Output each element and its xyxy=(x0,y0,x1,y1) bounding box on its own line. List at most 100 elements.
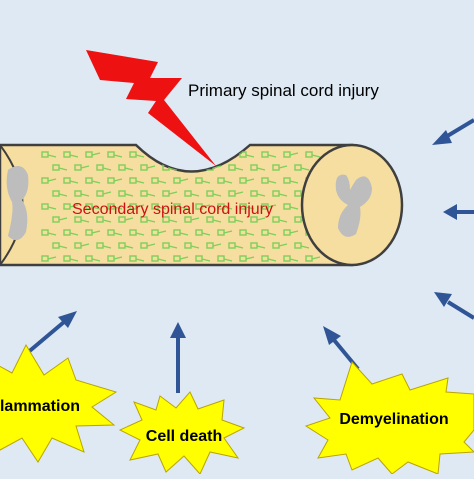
cell-mark xyxy=(250,242,266,249)
cell-mark xyxy=(74,216,90,223)
cell-death-label: Cell death xyxy=(146,428,222,445)
cell-mark xyxy=(261,151,277,158)
cell-mark xyxy=(305,151,321,158)
secondary-injury-label: Secondary spinal cord injury xyxy=(72,201,273,218)
arrow-inflammation xyxy=(24,311,77,356)
cell-mark xyxy=(63,229,79,236)
cell-mark xyxy=(305,255,321,262)
cell-mark xyxy=(261,203,277,210)
cell-mark xyxy=(283,203,299,210)
cell-mark xyxy=(217,229,233,236)
cell-mark xyxy=(173,177,189,184)
cell-mark xyxy=(250,164,266,171)
demyelination-label: Demyelination xyxy=(339,411,448,428)
cell-mark xyxy=(118,190,134,197)
cell-mark xyxy=(63,177,79,184)
cell-mark xyxy=(85,177,101,184)
cell-mark xyxy=(228,242,244,249)
cell-mark xyxy=(162,216,178,223)
cell-mark xyxy=(151,229,167,236)
cell-mark xyxy=(151,151,167,158)
cell-mark xyxy=(206,190,222,197)
cell-mark xyxy=(283,177,299,184)
cell-mark xyxy=(107,177,123,184)
cell-mark xyxy=(52,190,68,197)
cell-mark xyxy=(184,164,200,171)
primary-injury-label: Primary spinal cord injury xyxy=(188,81,379,100)
cell-mark xyxy=(173,203,189,210)
cell-mark xyxy=(151,203,167,210)
cell-mark xyxy=(140,190,156,197)
cell-mark xyxy=(272,164,288,171)
cell-mark xyxy=(239,255,255,262)
cell-mark xyxy=(217,203,233,210)
cell-mark xyxy=(184,216,200,223)
cell-mark xyxy=(195,229,211,236)
cell-mark xyxy=(239,203,255,210)
cell-mark xyxy=(217,151,233,158)
cell-mark xyxy=(96,190,112,197)
cell-mark xyxy=(261,255,277,262)
spinal-cord xyxy=(0,143,404,267)
cell-mark xyxy=(41,229,57,236)
demyelination-starburst xyxy=(304,361,474,475)
cell-mark xyxy=(74,190,90,197)
cell-mark xyxy=(250,216,266,223)
arrow-right-upper xyxy=(432,118,474,145)
cell-mark xyxy=(85,255,101,262)
cell-mark xyxy=(283,229,299,236)
cell-mark xyxy=(63,151,79,158)
cell-mark xyxy=(250,190,266,197)
cell-mark xyxy=(261,177,277,184)
cell-mark xyxy=(151,177,167,184)
cell-mark xyxy=(162,190,178,197)
cell-mark xyxy=(184,242,200,249)
cell-mark xyxy=(294,242,310,249)
cell-mark xyxy=(261,229,277,236)
cell-mark xyxy=(74,242,90,249)
cell-mark xyxy=(107,229,123,236)
cell-mark xyxy=(140,242,156,249)
cell-mark xyxy=(173,151,189,158)
cell-mark xyxy=(283,151,299,158)
cell-mark xyxy=(140,164,156,171)
cell-mark xyxy=(228,190,244,197)
cell-mark xyxy=(52,164,68,171)
cell-mark xyxy=(85,151,101,158)
cell-mark xyxy=(272,190,288,197)
cell-mark xyxy=(129,177,145,184)
cell-mark xyxy=(129,151,145,158)
cell-mark xyxy=(206,242,222,249)
cell-mark xyxy=(206,216,222,223)
cell-mark xyxy=(96,216,112,223)
cell-mark xyxy=(74,164,90,171)
inflammation-starburst xyxy=(0,343,118,463)
cell-mark xyxy=(129,255,145,262)
starbursts xyxy=(0,343,474,475)
cell-mark xyxy=(118,216,134,223)
cell-mark xyxy=(63,255,79,262)
cell-mark xyxy=(217,177,233,184)
cell-mark xyxy=(217,255,233,262)
arrows xyxy=(24,118,474,393)
cell-mark xyxy=(63,203,79,210)
cell-mark xyxy=(195,177,211,184)
arrow-right-middle xyxy=(443,204,474,220)
cell-mark xyxy=(52,216,68,223)
cell-mark xyxy=(173,255,189,262)
cell-mark xyxy=(228,216,244,223)
cell-mark xyxy=(140,216,156,223)
cell-mark xyxy=(195,203,211,210)
cell-mark xyxy=(96,242,112,249)
cell-mark xyxy=(283,255,299,262)
cell-mark xyxy=(118,164,134,171)
cell-mark xyxy=(129,203,145,210)
cell-mark xyxy=(41,203,57,210)
cell-mark xyxy=(129,229,145,236)
arrow-cell-death xyxy=(170,322,186,393)
cell-mark xyxy=(96,164,112,171)
cell-mark xyxy=(195,255,211,262)
cell-mark xyxy=(41,255,57,262)
cell-mark xyxy=(52,242,68,249)
